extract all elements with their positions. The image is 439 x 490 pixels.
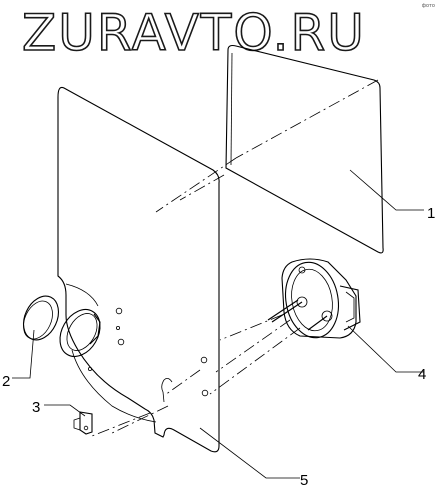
leader-2 bbox=[12, 329, 35, 379]
callout-2: 2 bbox=[2, 373, 10, 390]
leader-3 bbox=[44, 404, 86, 417]
watermark-logo: ZURAVTO.RU bbox=[22, 3, 366, 60]
mirror-backing-plate bbox=[57, 86, 220, 453]
leader-lines bbox=[12, 169, 424, 479]
round-lens bbox=[22, 295, 60, 341]
gasket-ring bbox=[59, 309, 101, 357]
leader-5 bbox=[199, 427, 300, 479]
leader-1 bbox=[349, 169, 424, 211]
callout-4: 4 bbox=[418, 366, 426, 383]
mirror-glass-panel bbox=[225, 44, 384, 254]
watermark-text: ZURAVTO.RU bbox=[22, 4, 366, 60]
assembly-axis-lines bbox=[91, 79, 379, 437]
leader-4 bbox=[347, 325, 424, 373]
corner-mark: фото bbox=[421, 3, 435, 9]
callout-3: 3 bbox=[32, 399, 40, 416]
mirror-motor-unit bbox=[267, 258, 361, 339]
callout-labels: 1 2 3 4 5 bbox=[2, 205, 435, 489]
callout-1: 1 bbox=[427, 205, 435, 222]
retaining-clip bbox=[73, 411, 93, 435]
callout-5: 5 bbox=[300, 472, 308, 489]
